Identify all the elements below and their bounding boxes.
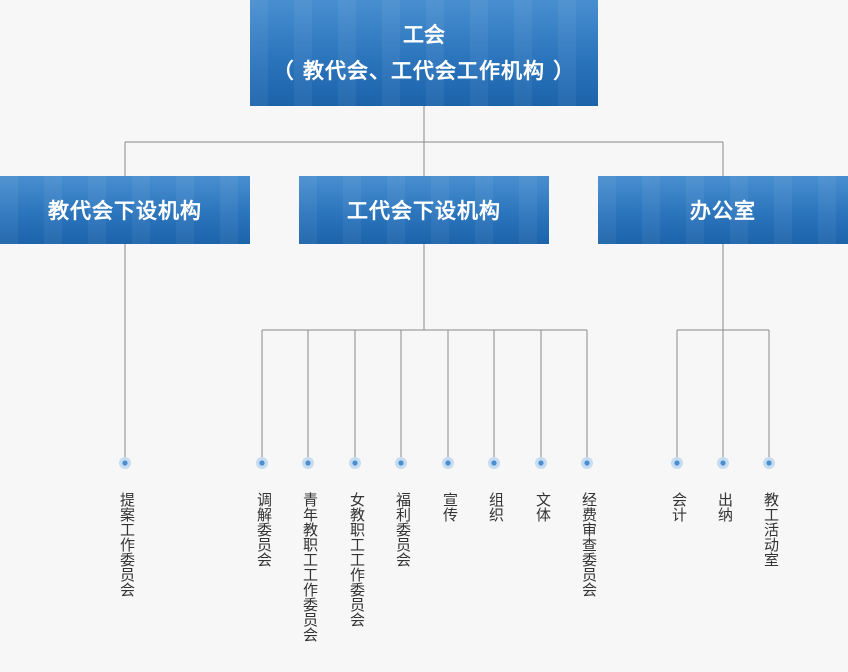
root-subtitle: （ 教代会、工代会工作机构 ）	[272, 59, 576, 83]
leaf-label: 经费审查委员会	[580, 492, 598, 597]
node-dot	[259, 460, 265, 466]
leaf-label: 组织	[487, 492, 505, 522]
leaf-label: 福利委员会	[394, 492, 412, 567]
leaf-label: 女教职工工作委员会	[348, 492, 366, 627]
node-dot	[398, 460, 404, 466]
root-node-labor-union: 工会 （ 教代会、工代会工作机构 ）	[250, 0, 598, 106]
node-dot	[445, 460, 451, 466]
leaf-label: 提案工作委员会	[118, 492, 136, 597]
leaf-label: 教工活动室	[762, 492, 780, 567]
node-dot	[122, 460, 128, 466]
leaf-label: 文体	[534, 492, 552, 522]
branch-node-teachers-congress: 教代会下设机构	[0, 176, 250, 244]
node-dot	[674, 460, 680, 466]
root-title: 工会	[403, 23, 445, 47]
node-dot	[584, 460, 590, 466]
leaf-label: 青年教职工工作委员会	[301, 492, 319, 642]
branch-node-office: 办公室	[598, 176, 848, 244]
node-dot	[305, 460, 311, 466]
node-dot	[720, 460, 726, 466]
leaf-label: 会计	[670, 492, 688, 522]
node-dot	[352, 460, 358, 466]
branch-label: 办公室	[690, 199, 756, 223]
branch-label: 工代会下设机构	[347, 199, 501, 223]
node-dot	[491, 460, 497, 466]
leaf-label: 出纳	[716, 492, 734, 522]
node-dot	[538, 460, 544, 466]
leaf-label: 调解委员会	[255, 492, 273, 567]
branch-label: 教代会下设机构	[48, 199, 202, 223]
node-dot	[766, 460, 772, 466]
branch-node-workers-congress: 工代会下设机构	[299, 176, 549, 244]
leaf-label: 宣传	[441, 492, 459, 522]
